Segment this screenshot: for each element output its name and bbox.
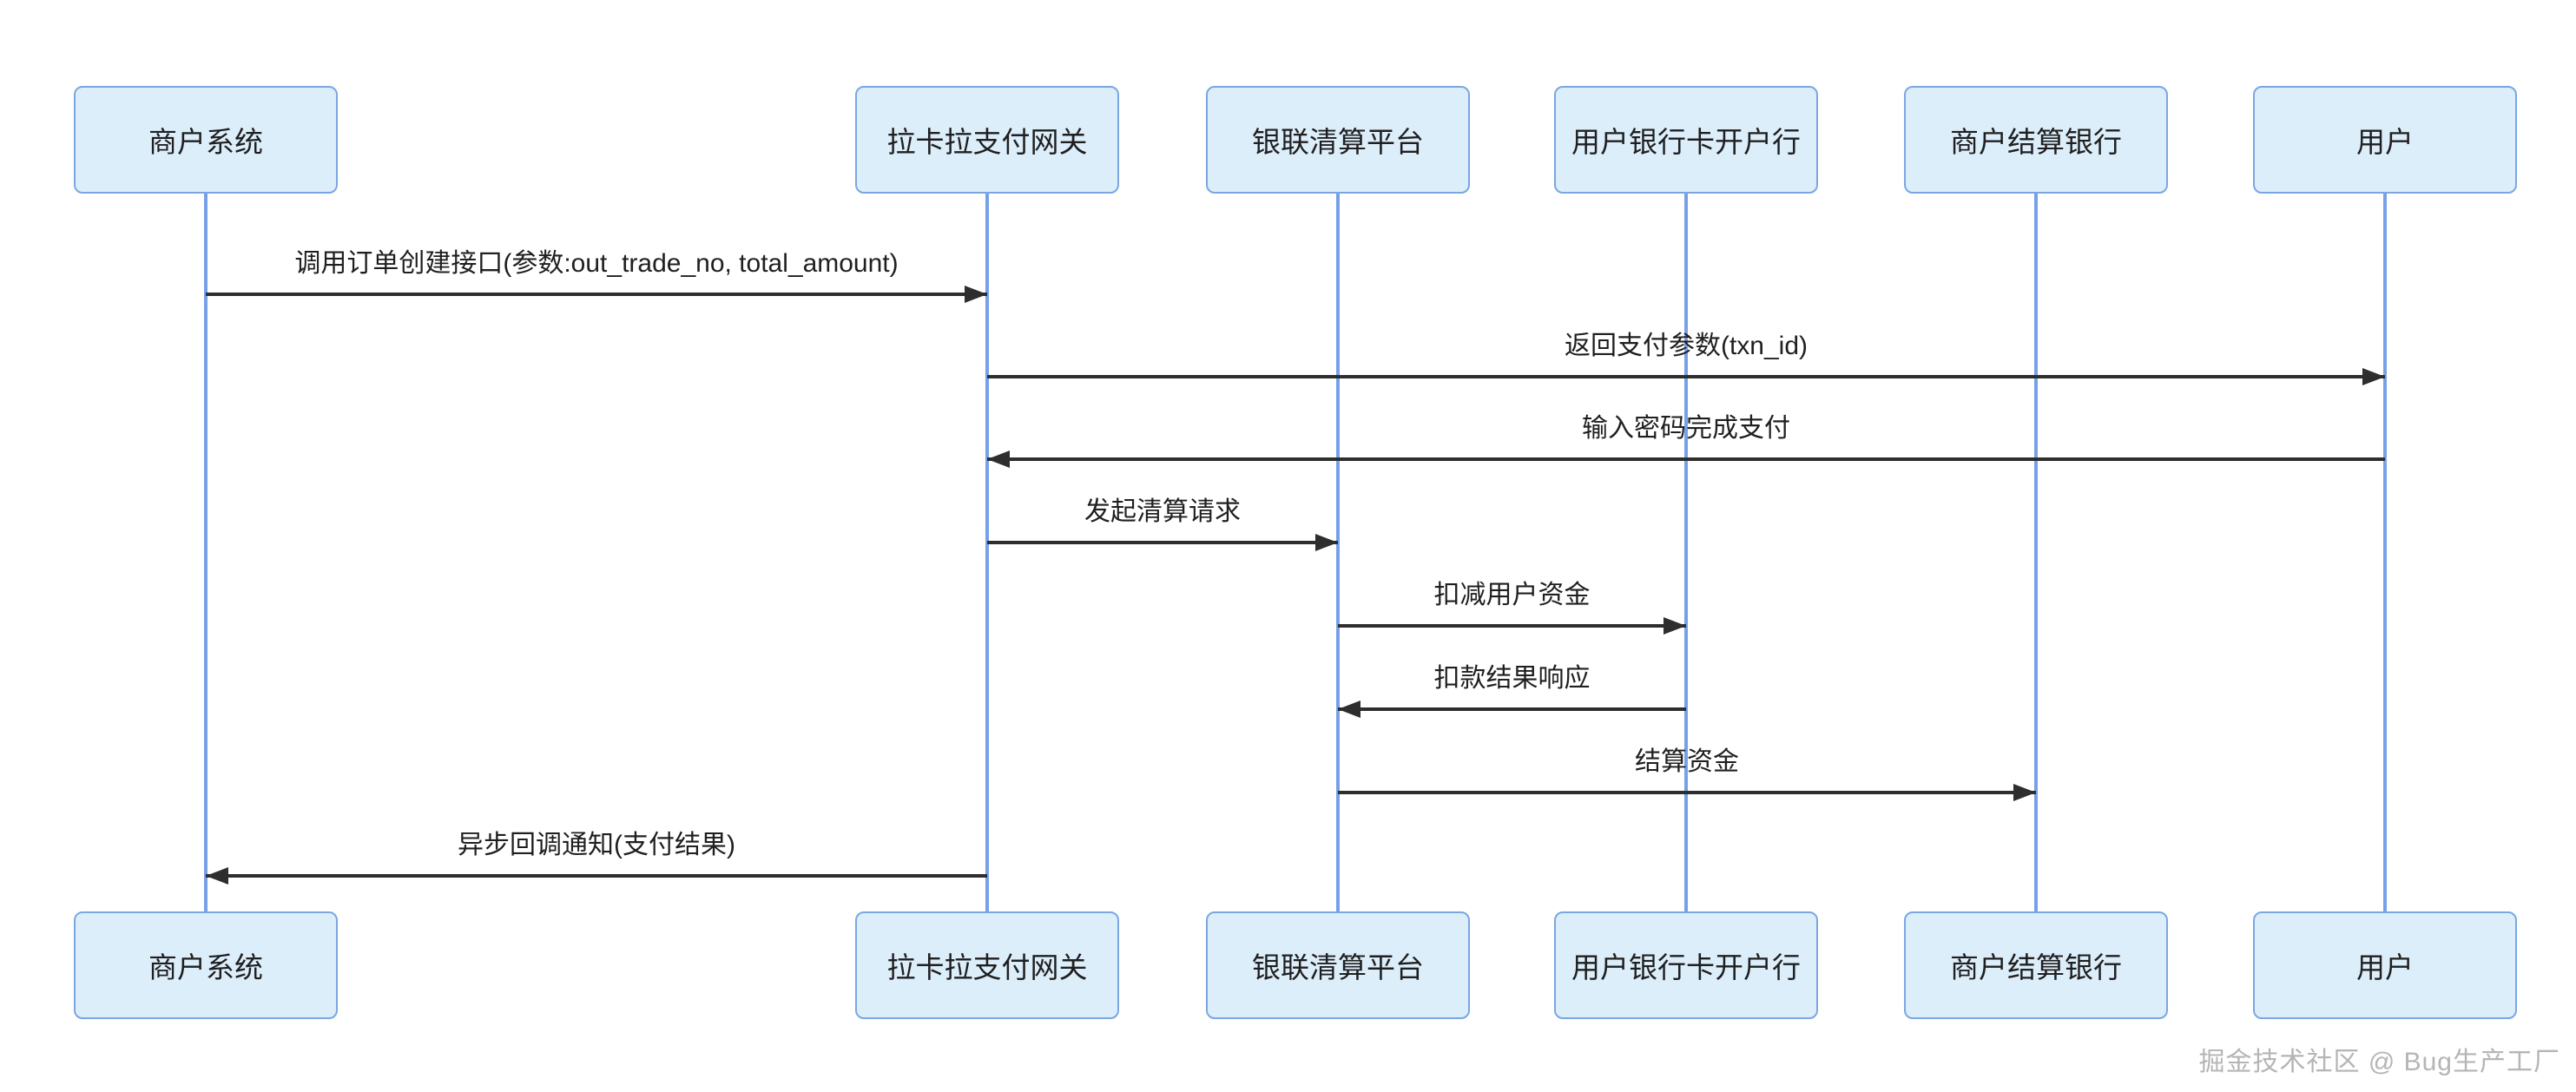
watermark: 掘金技术社区 @ Bug生产工厂 (2198, 1048, 2560, 1076)
message-line (987, 457, 2385, 461)
message-arrowhead (2013, 784, 2036, 801)
participant-box-bottom: 用户 (2253, 911, 2517, 1019)
lifeline (2034, 192, 2038, 913)
message-arrowhead (987, 451, 1010, 468)
participant-box-bottom: 银联清算平台 (1206, 911, 1470, 1019)
message-line (987, 541, 1338, 544)
message-arrowhead (206, 867, 228, 885)
message-arrowhead (2362, 368, 2385, 385)
lifeline (204, 192, 208, 913)
message-arrowhead (965, 286, 987, 303)
message-label: 发起清算请求 (1084, 497, 1241, 526)
lifeline (2383, 192, 2387, 913)
participant-box-bottom: 商户结算银行 (1904, 911, 2168, 1019)
message-line (1338, 624, 1686, 628)
message-line (987, 375, 2385, 378)
message-label: 结算资金 (1635, 747, 1739, 776)
message-line (206, 874, 987, 878)
message-label: 扣款结果响应 (1433, 664, 1591, 693)
message-arrowhead (1315, 534, 1338, 551)
message-label: 返回支付参数(txn_id) (1564, 332, 1808, 360)
message-label: 异步回调通知(支付结果) (458, 831, 735, 859)
message-arrowhead (1664, 617, 1686, 635)
lifeline (985, 192, 989, 913)
participant-box-bottom: 商户系统 (74, 911, 338, 1019)
participant-box-top: 银联清算平台 (1206, 86, 1470, 194)
lifeline (1684, 192, 1688, 913)
message-label: 调用订单创建接口(参数:out_trade_no, total_amount) (294, 249, 899, 278)
participant-box-top: 拉卡拉支付网关 (855, 86, 1119, 194)
message-line (1338, 707, 1686, 711)
participant-box-top: 商户系统 (74, 86, 338, 194)
participant-box-top: 商户结算银行 (1904, 86, 2168, 194)
participant-box-top: 用户 (2253, 86, 2517, 194)
message-line (206, 293, 987, 296)
participant-box-bottom: 用户银行卡开户行 (1554, 911, 1818, 1019)
message-label: 输入密码完成支付 (1582, 414, 1790, 443)
message-label: 扣减用户资金 (1433, 581, 1591, 609)
participant-box-top: 用户银行卡开户行 (1554, 86, 1818, 194)
lifeline (1336, 192, 1340, 913)
participant-box-bottom: 拉卡拉支付网关 (855, 911, 1119, 1019)
message-arrowhead (1338, 701, 1360, 718)
message-line (1338, 791, 2036, 794)
